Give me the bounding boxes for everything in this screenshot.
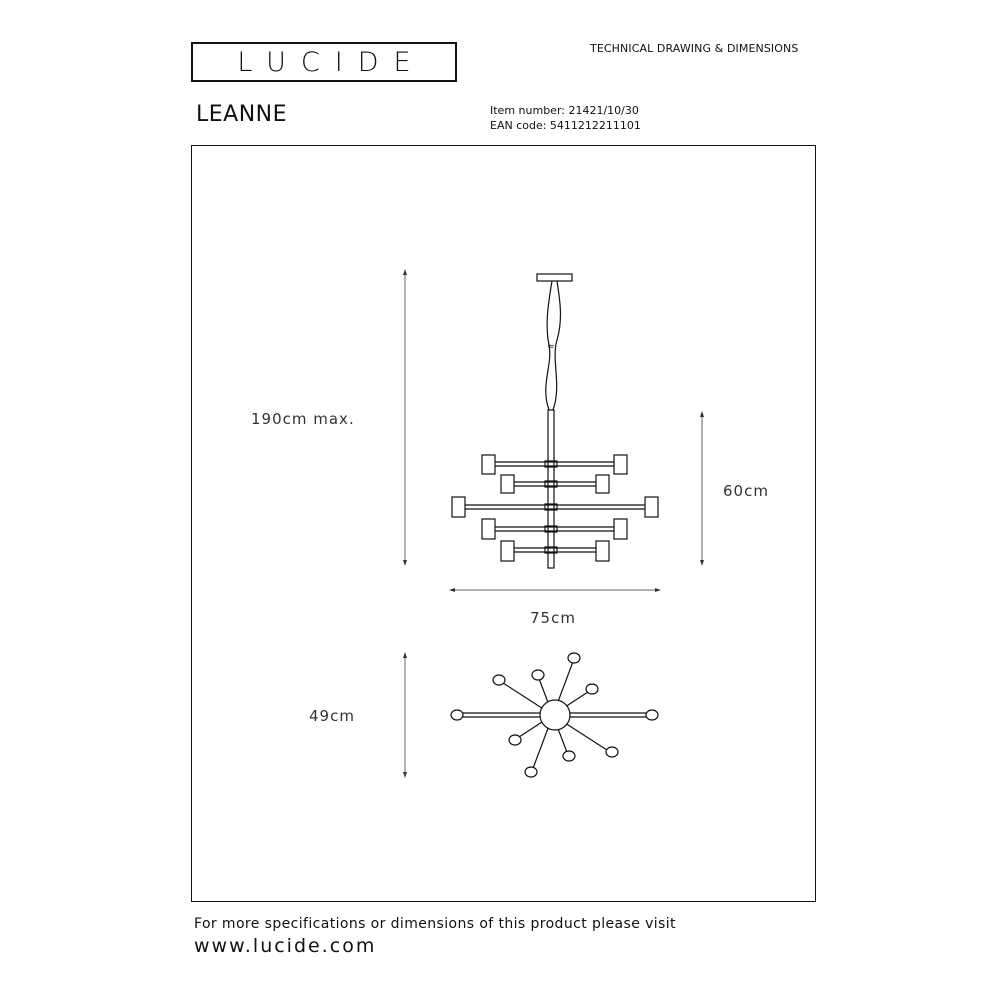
item-number: Item number: 21421/10/30: [490, 104, 639, 117]
side-view: ≈: [451, 273, 659, 569]
brand-logo: LUCIDE: [191, 42, 457, 82]
top-view: [450, 652, 659, 778]
product-name: LEANNE: [196, 102, 288, 127]
lamp-head: [595, 474, 610, 494]
central-rod: [547, 409, 555, 569]
lamp-head: [644, 496, 659, 518]
lamp-head: [500, 474, 515, 494]
power-cord: [552, 280, 562, 411]
drawing-frame: [191, 145, 816, 902]
lamp-head: [595, 540, 610, 562]
lamp-head: [613, 454, 628, 475]
lamp-head-top: [585, 683, 599, 695]
lamp-head-top: [450, 709, 464, 721]
lamp-head-top: [605, 746, 619, 758]
lamp-head: [451, 496, 466, 518]
lamp-head: [500, 540, 515, 562]
ean-code: EAN code: 5411212211101: [490, 119, 641, 132]
brand-logo-text: LUCIDE: [237, 46, 426, 78]
lamp-head-top: [531, 669, 545, 681]
lamp-head-top: [508, 734, 522, 746]
lamp-head-top: [524, 766, 538, 778]
lamp-head-top: [567, 652, 581, 664]
lamp-head: [481, 518, 496, 540]
suspension-cable: [545, 280, 553, 411]
fixture-height-label: 60cm: [723, 482, 769, 500]
lamp-head-top: [645, 709, 659, 721]
width-label: 75cm: [530, 609, 576, 627]
lamp-head-top: [562, 750, 576, 762]
lamp-head: [613, 518, 628, 540]
depth-label: 49cm: [309, 707, 355, 725]
center-hub: [539, 699, 571, 731]
footer-note: For more specifications or dimensions of…: [194, 916, 676, 932]
lamp-head: [481, 454, 496, 475]
height-max-label: 190cm max.: [251, 410, 355, 428]
ceiling-canopy: [536, 273, 573, 282]
svg-text:≈: ≈: [547, 342, 555, 352]
sheet-title: TECHNICAL DRAWING & DIMENSIONS: [590, 42, 799, 55]
lamp-head-top: [492, 674, 506, 686]
website-link[interactable]: www.lucide.com: [194, 935, 377, 957]
